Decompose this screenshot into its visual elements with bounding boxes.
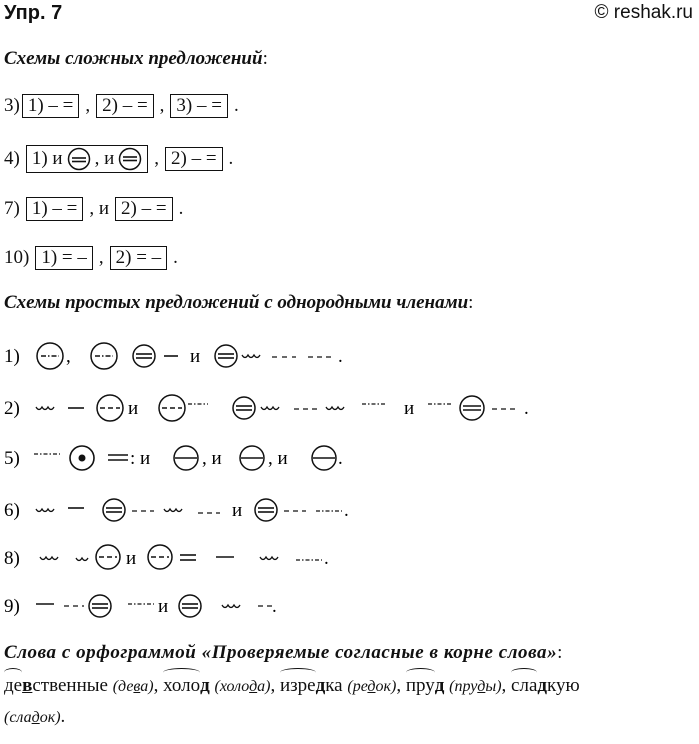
scheme-row-10: 10) 1) = – , 2) = – .: [4, 246, 178, 270]
word-sladkuyu: сладкую: [511, 668, 580, 696]
check-word: (редок): [347, 678, 397, 695]
words-line-1: девственные (дева), холод (холода), изре…: [4, 668, 580, 701]
svg-text:и: и: [126, 548, 136, 569]
svg-text:.: .: [338, 448, 343, 469]
predicate-circle-icon: [214, 344, 238, 368]
attribute-circle-icon: [36, 342, 64, 370]
subject-circle-icon: [173, 445, 199, 471]
row-label: 9): [4, 596, 20, 617]
predicate-circle-icon: [254, 498, 278, 522]
clause-box-homogeneous: 1) и , и: [25, 145, 149, 173]
row-label: 5): [4, 448, 20, 469]
row-label: 8): [4, 548, 20, 569]
row-label: 3): [4, 95, 20, 116]
word-kholod: холод: [163, 668, 210, 696]
svg-text:и: и: [232, 500, 242, 521]
simple-scheme-1: 1) , и .: [4, 338, 364, 374]
simple-scheme-6: 6) и .: [4, 492, 364, 528]
row-label: 1): [4, 346, 20, 367]
word-izredka: изредка: [280, 668, 343, 696]
predicate-circle-icon: [132, 344, 156, 368]
scheme-row-3: 3) 1) – = , 2) – = , 3) – = .: [4, 94, 239, 118]
svg-text:,: ,: [66, 346, 71, 367]
svg-text:.: .: [272, 596, 277, 617]
clause-box: 2) – =: [115, 197, 173, 221]
clause-box: 2) – =: [96, 94, 154, 118]
svg-text:и: и: [190, 346, 200, 367]
object-circle-icon: [147, 544, 173, 570]
object-circle-icon: [95, 544, 121, 570]
predicate-circle-icon: [119, 147, 142, 171]
svg-text:, и: , и: [268, 448, 288, 469]
subject-circle-icon: [311, 445, 337, 471]
check-word: (сладок): [4, 709, 61, 726]
scheme-row-7: 7) 1) – = , и 2) – = .: [4, 197, 184, 221]
clause-box: 3) – =: [170, 94, 228, 118]
predicate-circle-icon: [178, 594, 202, 618]
attribute-circle-icon: [90, 342, 118, 370]
svg-text:.: .: [338, 346, 343, 367]
svg-text:и: и: [404, 398, 414, 419]
page-title: Упр. 7: [4, 2, 63, 24]
check-word: (дева): [112, 678, 154, 695]
svg-text:.: .: [324, 548, 329, 569]
predicate-circle-icon: [459, 395, 485, 421]
object-circle-icon: [158, 394, 186, 422]
svg-text:.: .: [344, 500, 349, 521]
predicate-circle-icon: [88, 594, 112, 618]
predicate-circle-icon: [232, 396, 256, 420]
simple-scheme-9: 9) и .: [4, 588, 304, 624]
check-word: (холода): [214, 678, 271, 695]
subject-circle-icon: [239, 445, 265, 471]
predicate-circle-icon: [67, 147, 90, 171]
row-label: 2): [4, 398, 20, 419]
clause-box: 1) = –: [35, 246, 93, 270]
section-heading-complex: Схемы сложных предложений:: [4, 48, 268, 69]
svg-text:и: и: [128, 398, 138, 419]
section-heading-words: Слова с орфограммой «Проверяемые согласн…: [4, 642, 563, 663]
words-line-2: (сладок).: [4, 706, 66, 727]
clause-box: 1) – =: [21, 94, 80, 118]
section-heading-homogeneous: Схемы простых предложений с однородными …: [4, 292, 474, 313]
svg-text:.: .: [524, 398, 529, 419]
check-word: (пруды): [449, 678, 502, 695]
predicate-circle-icon: [102, 498, 126, 522]
word-devstvennye: девственные: [4, 668, 108, 696]
svg-text:и: и: [158, 596, 168, 617]
svg-text:, и: , и: [202, 448, 222, 469]
clause-box: 2) = –: [109, 246, 168, 270]
row-label: 4): [4, 148, 20, 169]
svg-text:: и: : и: [130, 448, 150, 469]
row-label: 7): [4, 198, 20, 219]
copyright: © reshak.ru: [594, 2, 693, 23]
word-prud: пруд: [405, 668, 444, 696]
simple-scheme-2: 2) и и .: [4, 390, 544, 426]
simple-scheme-8: 8) и .: [4, 540, 364, 576]
row-label: 6): [4, 500, 20, 521]
simple-scheme-5: 5) : и , и , и .: [4, 440, 364, 476]
generalizing-word-icon: [69, 445, 95, 471]
object-circle-icon: [96, 394, 124, 422]
scheme-row-4: 4) 1) и , и , 2) – = .: [4, 145, 233, 173]
row-label: 10): [4, 247, 30, 268]
clause-box: 1) – =: [25, 197, 84, 221]
clause-box: 2) – =: [165, 147, 223, 171]
